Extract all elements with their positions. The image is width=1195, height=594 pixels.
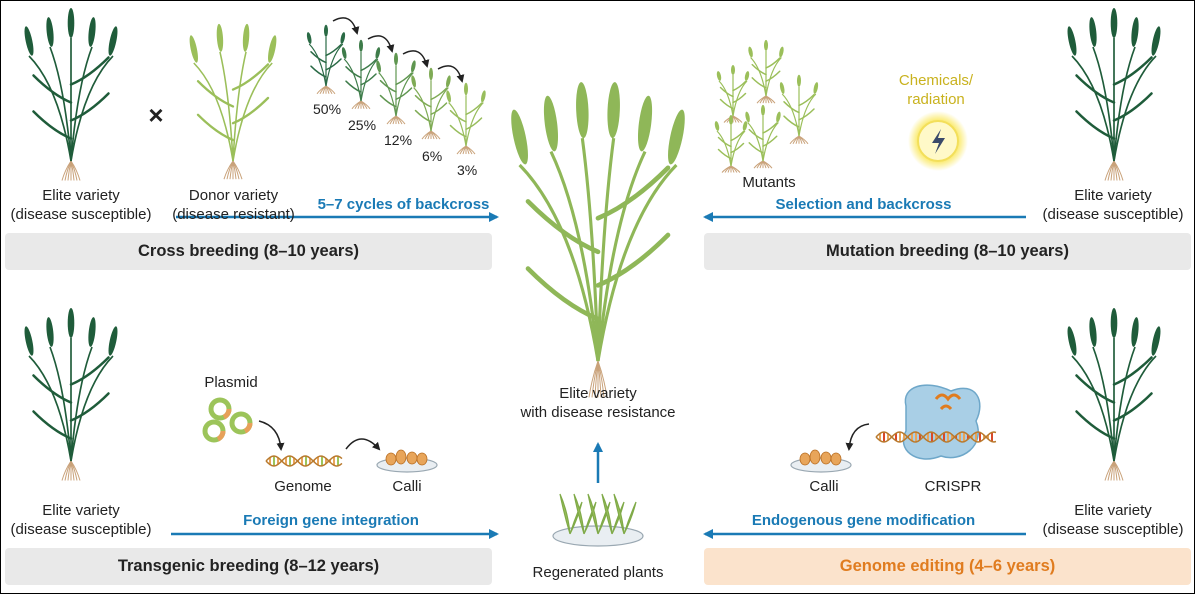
plasmid-to-genome-arrow: [258, 420, 285, 451]
mutant-plant-2: [748, 39, 784, 104]
chemicals-radiation-label: Chemicals/ radiation: [881, 71, 991, 109]
cross-elite-label-line1: Elite variety: [42, 187, 120, 204]
plasmid-label: Plasmid: [204, 374, 258, 391]
cross-donor-label-line2: (disease resistant): [172, 206, 295, 223]
mutant-plant-5: [745, 104, 781, 169]
crispr-to-calli-arrow: [845, 423, 870, 451]
radiation-icon: [908, 111, 968, 171]
editing-elite-plant: [1067, 308, 1161, 481]
cross-donor-label: Donor variety (disease resistant): [161, 186, 306, 224]
genome-to-calli-arrow: [345, 438, 381, 451]
genome-editing-bar: Genome editing (4–6 years): [704, 548, 1191, 585]
transgenic-elite-label-line2: (disease susceptible): [10, 521, 152, 538]
editing-elite-label-line2: (disease susceptible): [1042, 521, 1184, 538]
editing-calli-label: Calli: [809, 478, 839, 495]
cross-arrow-label: 5–7 cycles of backcross: [317, 196, 490, 213]
regenerated-plants-dish-icon: [552, 493, 644, 547]
chemicals-label-line2: radiation: [907, 91, 965, 108]
mutation-elite-plant: [1067, 8, 1161, 181]
cross-elite-label: Elite variety (disease susceptible): [1, 186, 161, 224]
editing-elite-label-line1: Elite variety: [1074, 502, 1152, 519]
mutation-elite-label-line2: (disease susceptible): [1042, 206, 1184, 223]
backcross-plant-25: [341, 39, 381, 110]
cross-breeding-bar: Cross breeding (8–10 years): [5, 233, 492, 270]
center-resistant-plant: [511, 82, 685, 398]
backcross-plant-3: [446, 82, 486, 155]
mutant-plant-1: [716, 65, 750, 123]
transgenic-calli-dish-icon: [376, 449, 438, 473]
mutation-elite-label: Elite variety (disease susceptible): [1033, 186, 1193, 224]
backcross-plant-50: [306, 24, 346, 95]
backcross-percent-6: 6%: [422, 148, 443, 164]
mutant-plant-3: [779, 74, 819, 145]
mutation-elite-label-line1: Elite variety: [1074, 187, 1152, 204]
backcross-percent-3: 3%: [457, 162, 478, 178]
mutation-arrow-label: Selection and backcross: [775, 196, 952, 213]
regenerated-plants-label: Regenerated plants: [532, 564, 664, 581]
crispr-label: CRISPR: [924, 478, 982, 495]
transgenic-elite-plant: [24, 308, 118, 481]
cross-donor-label-line1: Donor variety: [188, 187, 279, 204]
mutant-plant-4: [714, 115, 748, 173]
editing-arrow-label: Endogenous gene modification: [751, 512, 976, 529]
genome-dna-icon: [265, 455, 343, 467]
genome-label: Genome: [274, 478, 332, 495]
center-label-line2: with disease resistance: [520, 404, 676, 421]
mutants-label: Mutants: [742, 174, 796, 191]
backcross-percent-12: 12%: [384, 132, 413, 148]
backcross-plant-6: [411, 67, 451, 140]
transgenic-calli-label: Calli: [392, 478, 422, 495]
cross-donor-plant: [189, 23, 277, 180]
plasmid-icon: [202, 397, 253, 443]
transgenic-elite-label-line1: Elite variety: [42, 502, 120, 519]
mutation-breeding-bar: Mutation breeding (8–10 years): [704, 233, 1191, 270]
editing-calli-dish-icon: [790, 449, 852, 473]
crispr-complex-icon: [875, 384, 997, 460]
transgenic-breeding-bar: Transgenic breeding (8–12 years): [5, 548, 492, 585]
backcross-percent-50: 50%: [313, 101, 342, 117]
cross-symbol: ×: [148, 100, 163, 130]
backcross-cycle-arrows: [332, 17, 465, 83]
editing-elite-label: Elite variety (disease susceptible): [1033, 501, 1193, 539]
center-label-line1: Elite variety: [559, 385, 637, 402]
cross-elite-label-line2: (disease susceptible): [10, 206, 152, 223]
backcross-percent-25: 25%: [348, 117, 377, 133]
chemicals-label-line1: Chemicals/: [898, 72, 974, 89]
center-resistant-label: Elite variety with disease resistance: [488, 384, 708, 422]
cross-elite-plant: [24, 8, 118, 181]
transgenic-arrow-label: Foreign gene integration: [243, 512, 419, 529]
transgenic-elite-label: Elite variety (disease susceptible): [1, 501, 161, 539]
backcross-plant-12: [376, 52, 416, 125]
